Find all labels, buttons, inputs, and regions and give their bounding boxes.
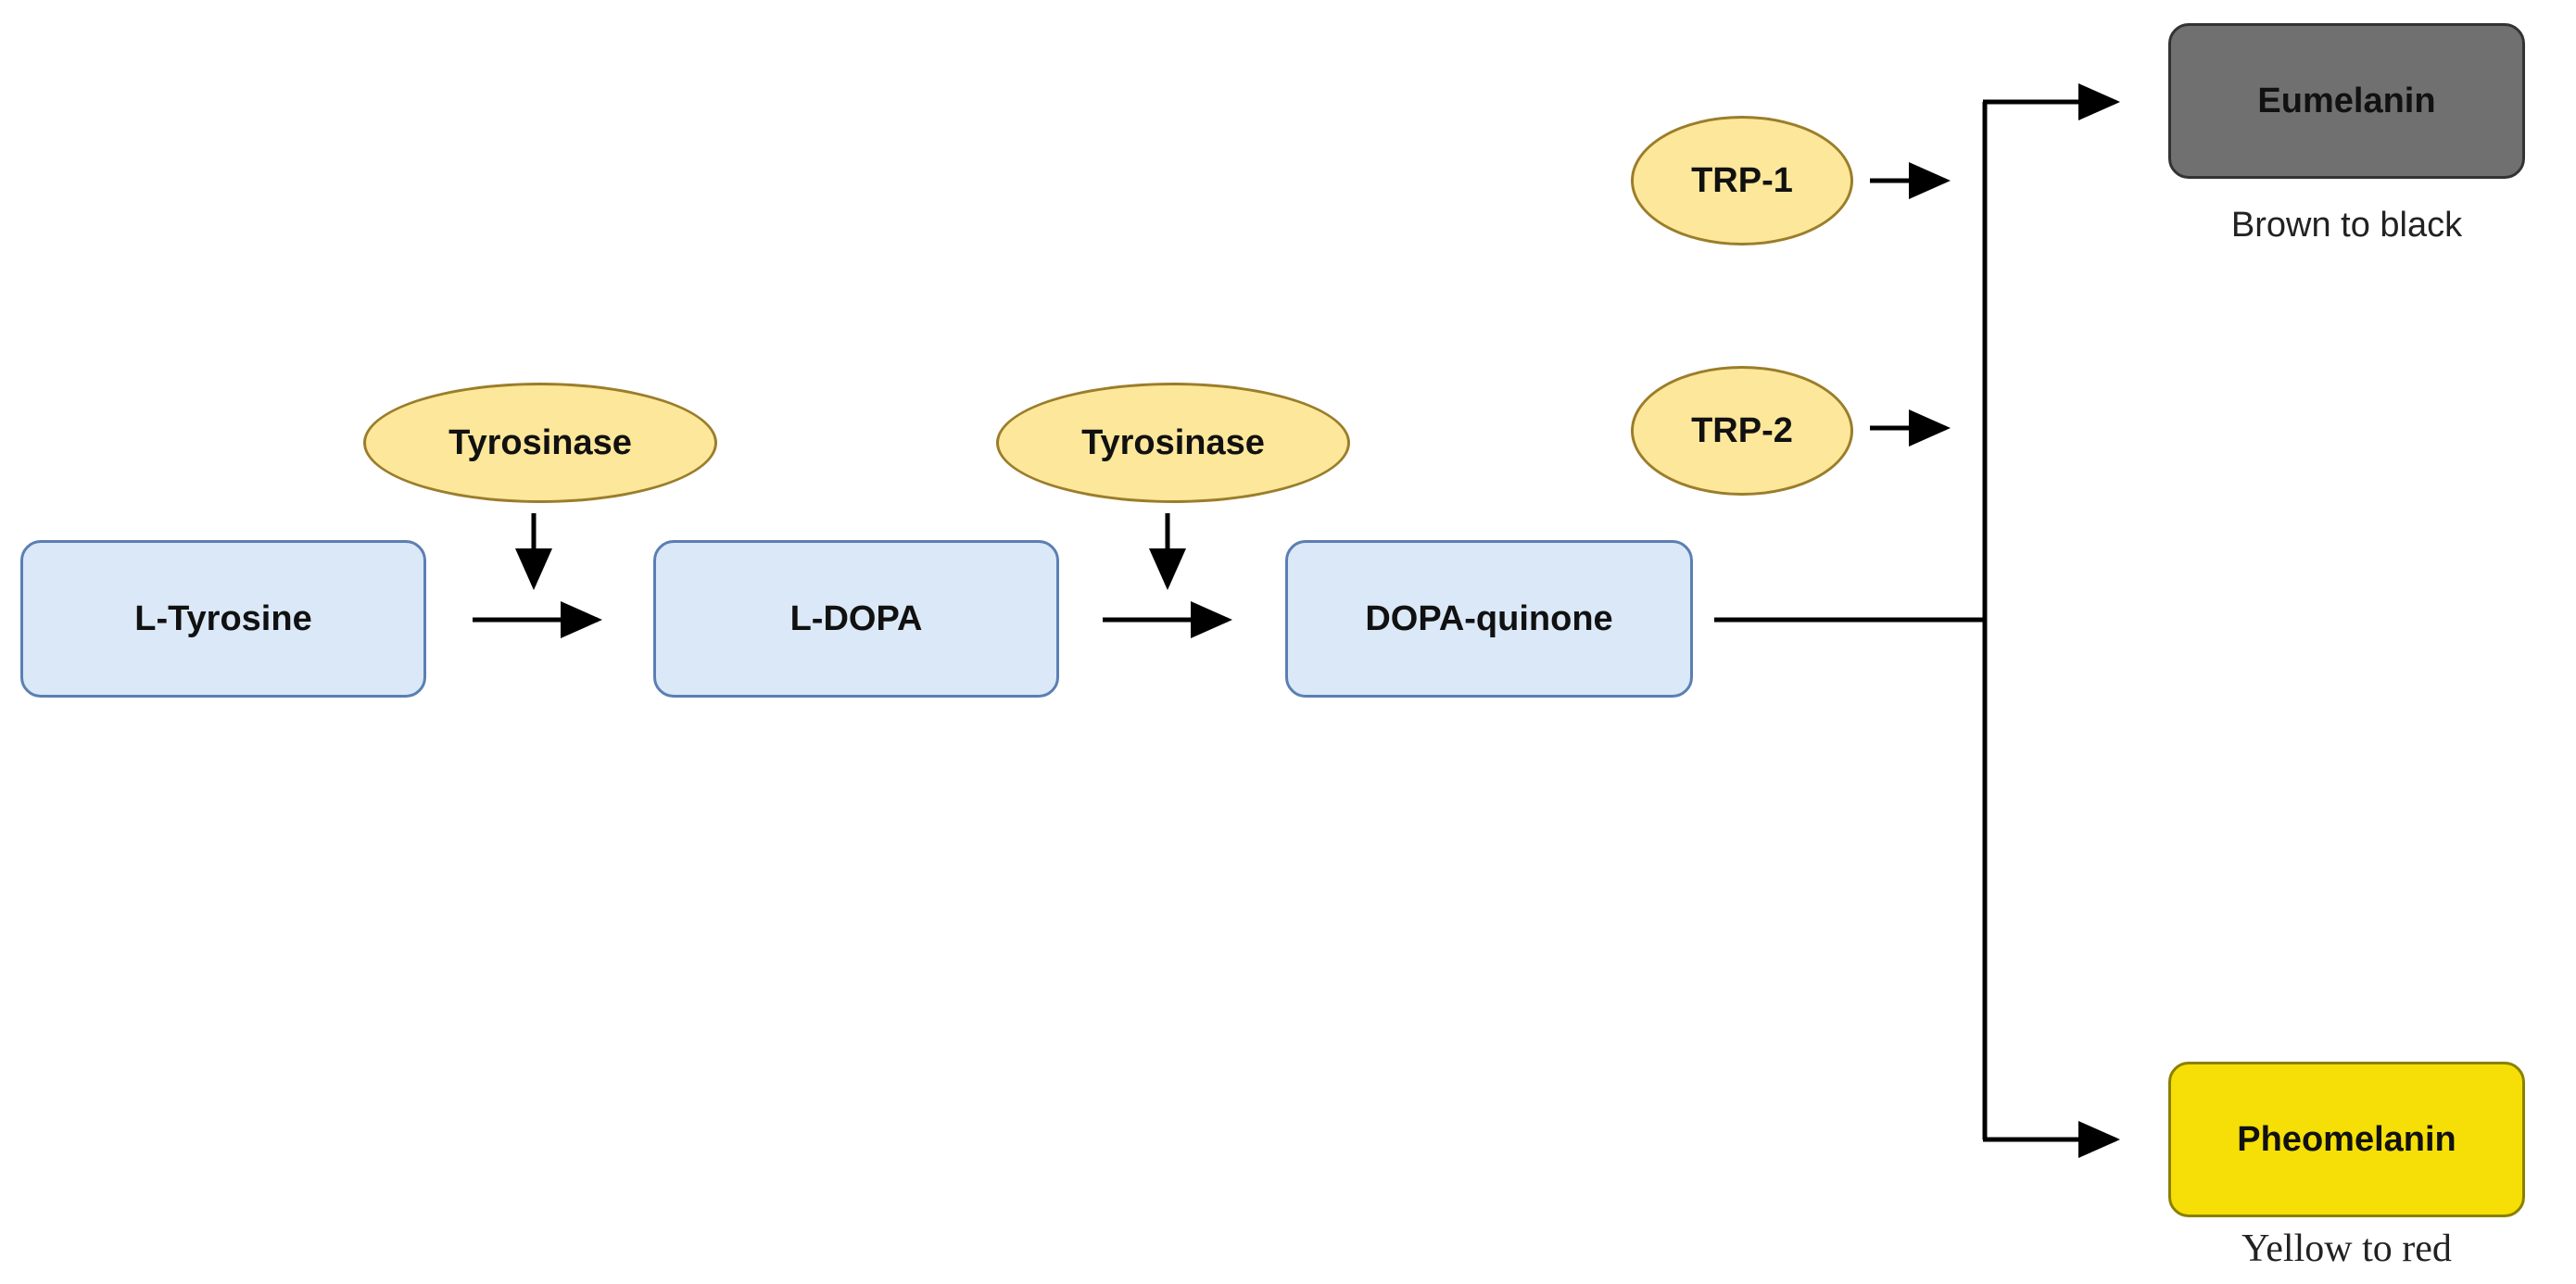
enzyme-tyrosinase-2: Tyrosinase [996, 383, 1350, 503]
node-dopa-quinone: DOPA-quinone [1285, 540, 1693, 698]
node-eumelanin-label: Eumelanin [2257, 81, 2436, 120]
enzyme-tyrosinase-1: Tyrosinase [363, 383, 717, 503]
node-pheomelanin: Pheomelanin [2168, 1062, 2525, 1217]
pheomelanin-color-caption: Yellow to red [2241, 1227, 2452, 1270]
enzyme-trp2: TRP-2 [1631, 366, 1853, 496]
enzyme-trp2-label: TRP-2 [1691, 410, 1793, 450]
node-dopa-quinone-label: DOPA-quinone [1365, 598, 1613, 638]
node-l-tyrosine-label: L-Tyrosine [134, 598, 312, 638]
enzyme-trp1: TRP-1 [1631, 116, 1853, 245]
enzyme-trp1-label: TRP-1 [1691, 160, 1793, 200]
enzyme-tyrosinase-1-label: Tyrosinase [448, 422, 632, 462]
node-pheomelanin-label: Pheomelanin [2237, 1119, 2456, 1159]
node-l-dopa: L-DOPA [653, 540, 1059, 698]
node-l-tyrosine: L-Tyrosine [20, 540, 426, 698]
node-l-dopa-label: L-DOPA [789, 598, 923, 638]
node-eumelanin: Eumelanin [2168, 23, 2525, 179]
enzyme-tyrosinase-2-label: Tyrosinase [1081, 422, 1265, 462]
eumelanin-color-caption: Brown to black [2230, 206, 2463, 245]
